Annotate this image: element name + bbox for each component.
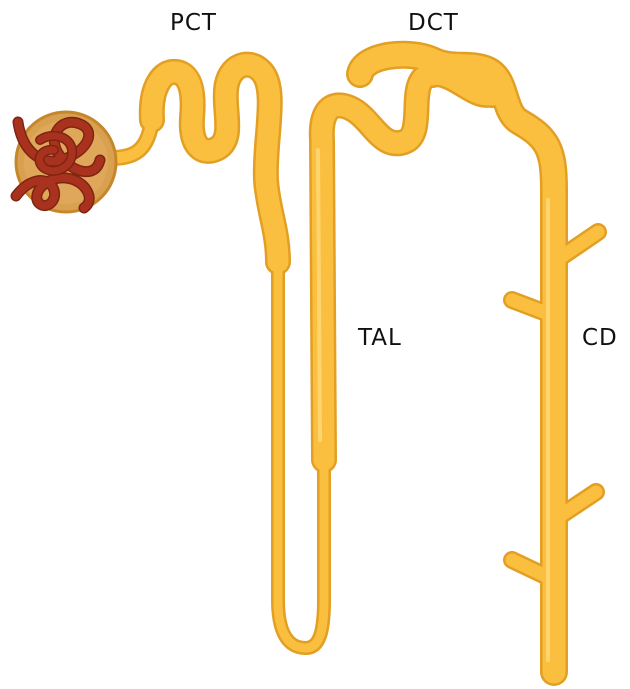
tubule-highlight: [318, 150, 320, 440]
renal-corpuscle: [16, 112, 116, 212]
label-pct: PCT: [170, 10, 217, 36]
label-tal: TAL: [358, 325, 402, 351]
label-cd: CD: [582, 325, 618, 351]
label-dct: DCT: [408, 10, 459, 36]
thick-ascending-limb: [322, 74, 492, 460]
